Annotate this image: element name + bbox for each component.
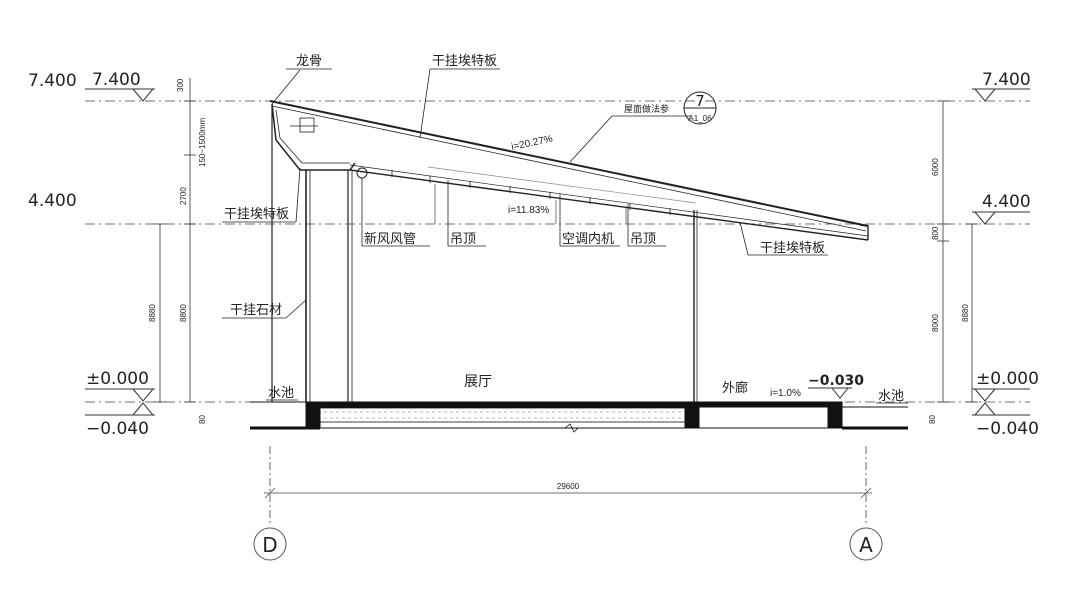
- level-right-mid: 4.400: [982, 192, 1031, 212]
- dim-r-80: 80: [928, 415, 937, 424]
- level-right-top: 7.400: [982, 70, 1031, 90]
- label-ceiling-1: 吊顶: [450, 232, 476, 247]
- left-level-markers: [85, 88, 155, 416]
- dim-r-8000: 8000: [931, 314, 940, 332]
- roof-structure: [269, 100, 869, 402]
- label-ceiling-2: 吊顶: [630, 232, 656, 247]
- slope-roof: i=20.27%: [510, 134, 553, 153]
- roof-reference-label: 屋面做法参: [624, 103, 669, 115]
- detail-callout: [683, 91, 717, 125]
- level-left-inner-top: 7.400: [92, 70, 141, 90]
- dim-total: 29600: [557, 482, 580, 491]
- dim-l-300: 300: [176, 78, 185, 92]
- label-fresh-air: 新风风管: [364, 231, 416, 247]
- label-corridor: 外廊: [722, 380, 748, 396]
- label-keel: 龙骨: [296, 54, 322, 69]
- axis-left: D: [262, 533, 277, 557]
- label-pool-left: 水池: [268, 386, 294, 401]
- label-leaders: [222, 68, 908, 404]
- label-panel-left: 干挂埃特板: [224, 207, 289, 222]
- detail-number: 7: [695, 92, 705, 110]
- level-right-neg: −0.040: [976, 419, 1039, 439]
- label-ac-unit: 空调内机: [562, 231, 614, 247]
- right-level-markers: [808, 88, 1030, 416]
- dim-l-8880: 8880: [148, 304, 157, 322]
- label-hall: 展厅: [464, 374, 492, 390]
- slope-ceiling: i=11.83%: [508, 205, 549, 216]
- level-left-neg: −0.040: [86, 419, 149, 439]
- axis-right: A: [859, 533, 873, 557]
- dim-r-6000: 6000: [931, 158, 940, 176]
- label-panel-top: 干挂埃特板: [432, 54, 497, 69]
- level-right-zero: ±0.000: [976, 369, 1039, 389]
- level-left-zero: ±0.000: [86, 369, 149, 389]
- label-panel-right: 干挂埃特板: [760, 241, 825, 256]
- dim-r-800: 800: [931, 226, 940, 240]
- ground-slab: [250, 401, 908, 433]
- level-corridor: −0.030: [808, 373, 864, 389]
- level-left-outer-top: 7.400: [28, 71, 77, 91]
- label-pool-right: 水池: [878, 389, 904, 404]
- axis-bubbles: [253, 527, 883, 561]
- label-stone: 干挂石材: [230, 303, 282, 318]
- detail-sheet: A1_06: [688, 114, 712, 123]
- dim-l-2700: 2700: [179, 187, 188, 205]
- level-lines: [85, 100, 1030, 403]
- right-dimension-lines: [937, 100, 978, 403]
- dim-l-range: 150~1500mm: [198, 118, 207, 167]
- dim-l-8800: 8800: [179, 304, 188, 322]
- bottom-dimension: [264, 446, 872, 525]
- level-left-outer-mid: 4.400: [28, 191, 77, 211]
- slope-corridor: i=1.0%: [770, 388, 801, 399]
- dim-r-8880: 8880: [961, 304, 970, 322]
- dim-l-80: 80: [198, 415, 207, 424]
- left-dimension-lines: [154, 78, 196, 403]
